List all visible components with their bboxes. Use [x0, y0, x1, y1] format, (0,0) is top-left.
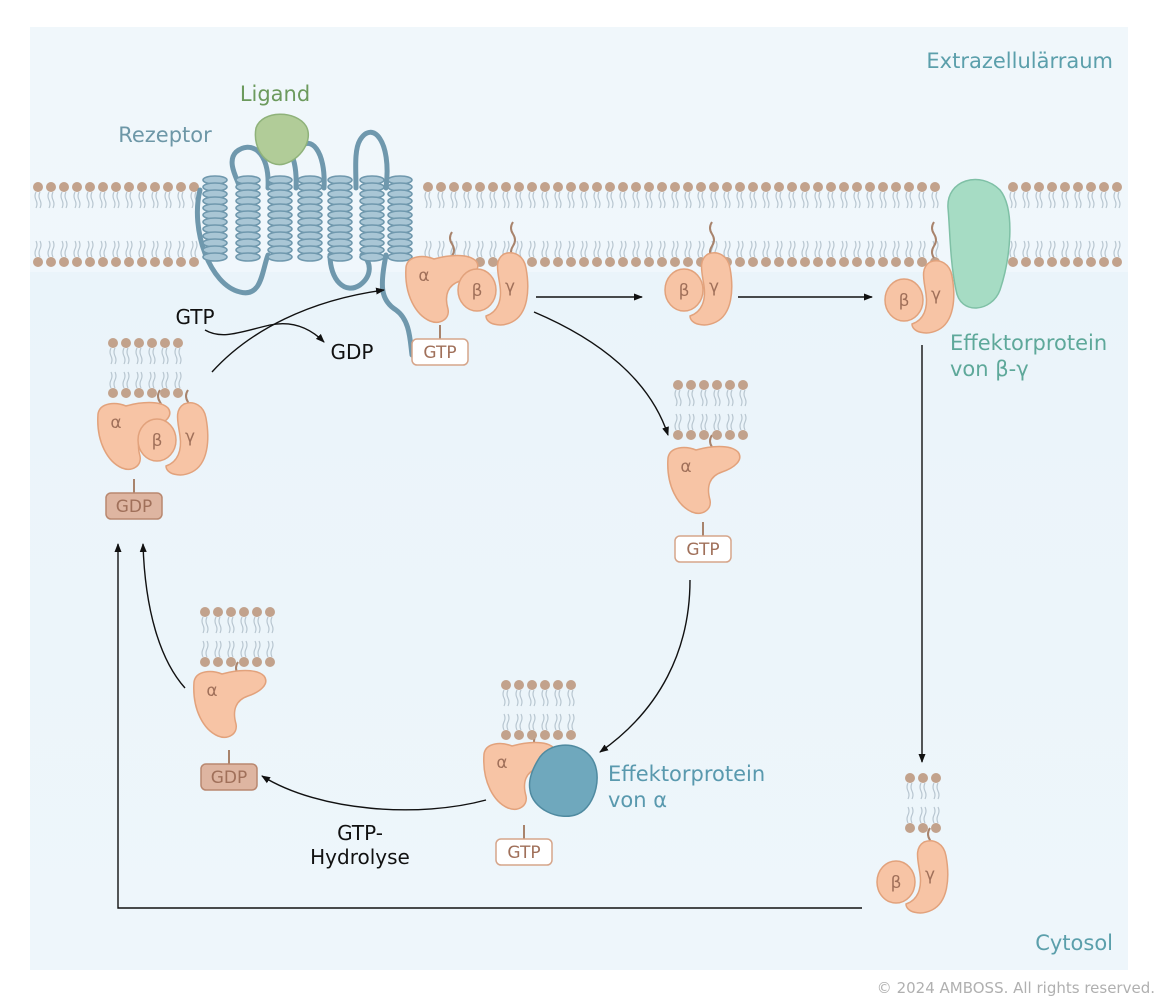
- hydrolysis-label-2: Hydrolyse: [310, 845, 410, 869]
- gamma-subunit-label: γ: [709, 277, 719, 297]
- gtp-badge: GTP: [674, 535, 732, 563]
- effector-beta-gamma-label-1: Effektorprotein: [950, 331, 1107, 355]
- gdp-badge: GDP: [200, 763, 258, 791]
- gamma-subunit: γ: [485, 252, 529, 326]
- alpha-subunit-label: α: [418, 266, 429, 286]
- effector-beta-gamma-label-2: von β-γ: [950, 357, 1029, 381]
- gamma-subunit-label: γ: [925, 865, 935, 885]
- effector-protein-alpha: [528, 744, 598, 818]
- beta-subunit: β: [137, 418, 177, 462]
- alpha-subunit: α: [483, 741, 557, 811]
- nucleotide-label: GDP: [211, 768, 248, 788]
- beta-subunit: β: [876, 860, 916, 904]
- gdp-badge: GDP: [105, 492, 163, 520]
- beta-subunit: β: [664, 268, 704, 312]
- alpha-subunit-label: α: [680, 457, 691, 477]
- effector-protein-beta-gamma: [947, 178, 1011, 309]
- beta-subunit-label: β: [472, 281, 483, 301]
- beta-subunit-label: β: [899, 291, 910, 311]
- region-label-cytosol: Cytosol: [1035, 931, 1113, 955]
- receptor-label: Rezeptor: [118, 123, 212, 147]
- beta-subunit-label: β: [679, 281, 690, 301]
- gtp-badge: GTP: [495, 838, 553, 866]
- copyright-text: © 2024 AMBOSS. All rights reserved.: [877, 979, 1155, 997]
- nucleotide-label: GTP: [423, 343, 456, 363]
- effector-alpha-label-1: Effektorprotein: [608, 762, 765, 786]
- alpha-subunit: α: [667, 445, 741, 515]
- gamma-subunit-label: γ: [931, 285, 941, 305]
- alpha-subunit: α: [405, 254, 479, 324]
- beta-subunit: β: [884, 278, 924, 322]
- alpha-subunit: α: [193, 669, 267, 739]
- gamma-subunit: γ: [165, 402, 209, 476]
- gdp-out-label: GDP: [331, 340, 374, 364]
- gamma-subunit: γ: [911, 260, 955, 334]
- region-label-extracellular: Extrazellulärraum: [926, 49, 1113, 73]
- gtp-in-label: GTP: [175, 305, 214, 329]
- gamma-subunit: γ: [905, 840, 949, 914]
- nucleotide-label: GTP: [507, 843, 540, 863]
- gamma-subunit-label: γ: [505, 277, 515, 297]
- beta-subunit-label: β: [152, 431, 163, 451]
- gtp-badge: GTP: [411, 338, 469, 366]
- alpha-subunit: α: [97, 401, 171, 471]
- gamma-subunit-label: γ: [185, 427, 195, 447]
- nucleotide-label: GDP: [116, 497, 153, 517]
- effector-alpha-label-2: von α: [608, 788, 667, 812]
- hydrolysis-label-1: GTP-: [337, 821, 383, 845]
- alpha-subunit-label: α: [110, 413, 121, 433]
- gamma-subunit: γ: [689, 252, 733, 326]
- ligand-molecule: [254, 113, 309, 166]
- alpha-subunit-label: α: [496, 753, 507, 773]
- beta-subunit: β: [457, 268, 497, 312]
- beta-subunit-label: β: [891, 873, 902, 893]
- pathway-arrows: [114, 287, 926, 909]
- receptor-protein: [194, 129, 415, 358]
- alpha-subunit-label: α: [206, 681, 217, 701]
- nucleotide-label: GTP: [686, 540, 719, 560]
- ligand-label: Ligand: [240, 82, 310, 106]
